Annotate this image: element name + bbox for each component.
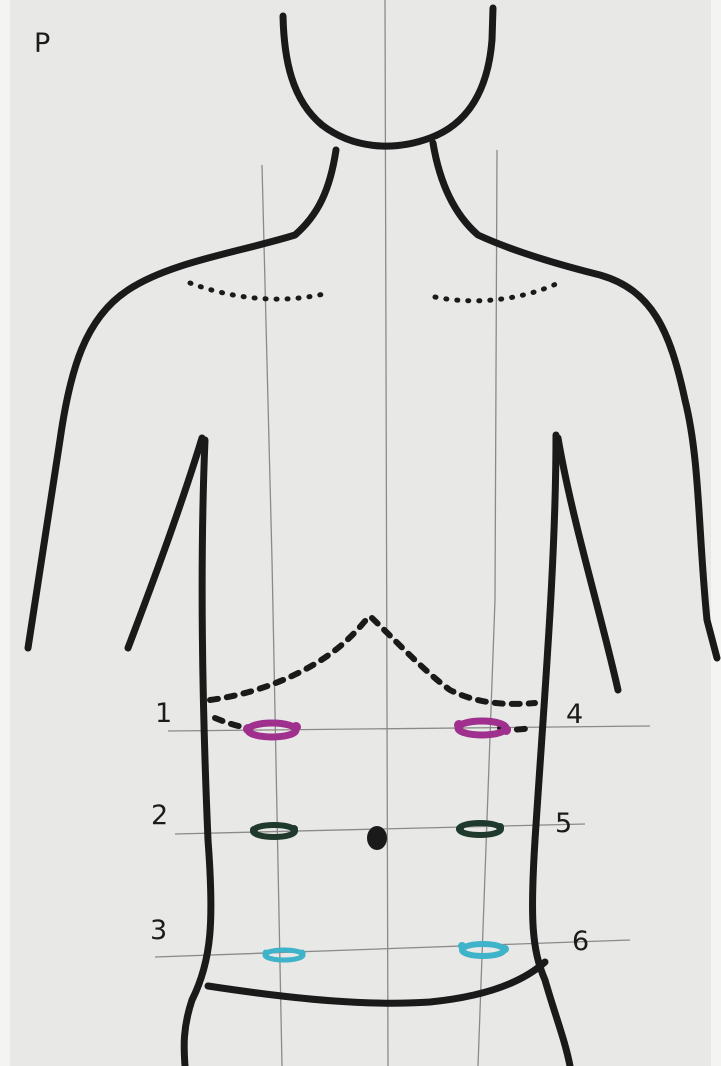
paper-edge-left <box>0 0 10 1066</box>
marker-label-5: 5 <box>555 810 572 837</box>
marker-label-6: 6 <box>572 928 589 955</box>
marker-label-1: 1 <box>155 700 172 727</box>
marker-label-4: 4 <box>566 701 583 728</box>
navel <box>367 826 387 850</box>
marker-label-2: 2 <box>151 802 168 829</box>
corner-label: P <box>34 30 50 57</box>
marker-label-3: 3 <box>150 917 167 944</box>
paper-edge-right <box>711 0 721 1066</box>
